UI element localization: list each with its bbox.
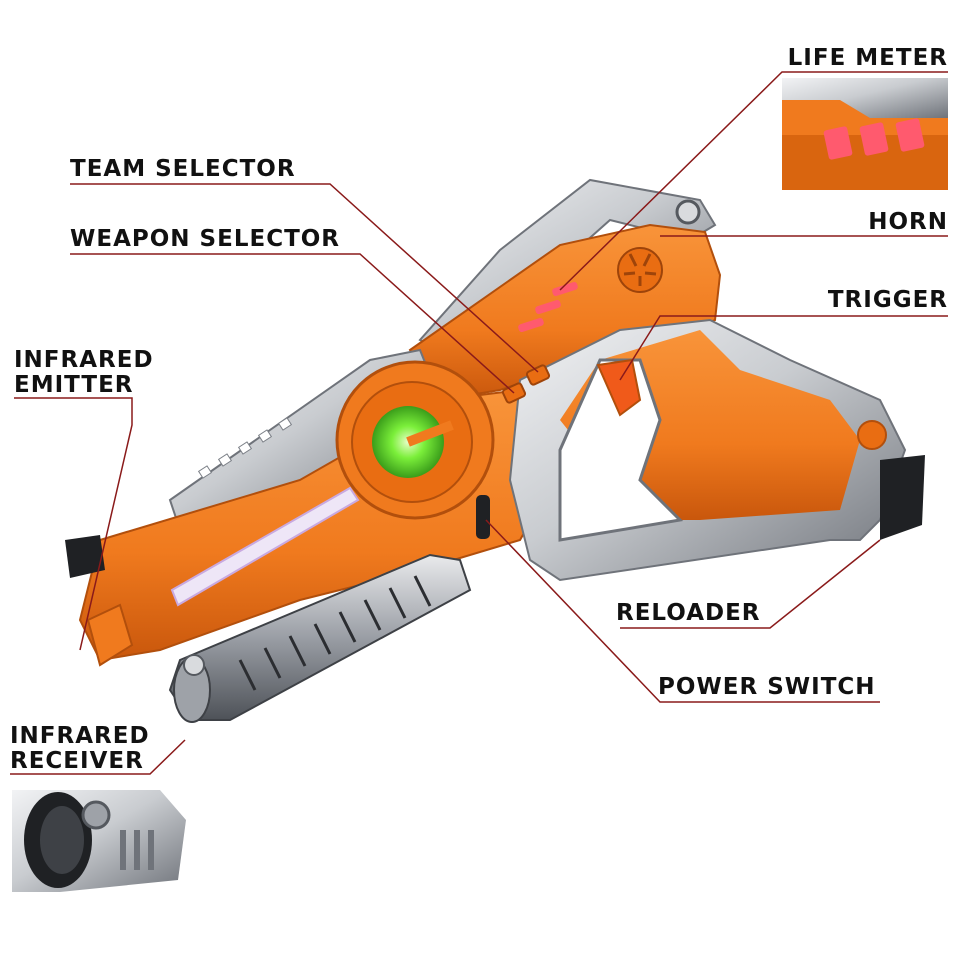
label-weapon-selector: WEAPON SELECTOR <box>70 226 341 252</box>
label-team-selector: TEAM SELECTOR <box>70 156 296 182</box>
horn-speaker <box>617 247 663 293</box>
gun-life-leds <box>518 281 578 333</box>
life-meter-inset <box>782 78 948 190</box>
label-horn: HORN <box>868 209 948 235</box>
gun-body <box>65 178 925 723</box>
label-reloader: RELOADER <box>616 600 761 626</box>
life-meter-leds <box>823 118 925 160</box>
trigger-part <box>596 358 642 417</box>
label-life-meter: LIFE METER <box>787 45 948 71</box>
label-infrared-emitter: INFRARED EMITTER <box>14 347 154 398</box>
label-power-switch: POWER SWITCH <box>658 674 876 700</box>
infrared-receiver-inset <box>12 790 186 892</box>
label-trigger: TRIGGER <box>827 287 948 313</box>
leader-lines <box>10 71 948 775</box>
label-infrared-receiver: INFRARED RECEIVER <box>10 723 150 774</box>
